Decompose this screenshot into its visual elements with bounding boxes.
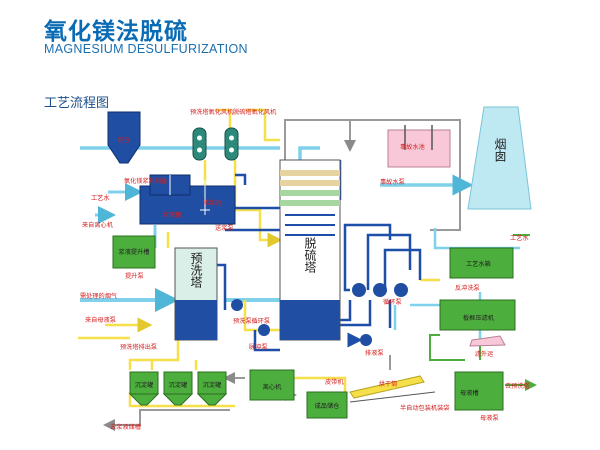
settling-tank-3-label: 沉淀罐	[203, 381, 222, 389]
flue-gas-in-label: 需处理的烟气	[80, 292, 117, 300]
prewash-blower-label: 预洗塔氧化风机	[190, 108, 234, 116]
lift-pump-label: 提升泵	[125, 272, 144, 280]
belt-conveyor-label: 皮带机	[325, 378, 344, 386]
prewash-discharge-label: 预洗塔排出泵	[120, 343, 157, 351]
accident-tank-label: 事故水池	[400, 143, 425, 151]
from-mother-tank-label: 来自母液泵	[85, 316, 116, 324]
settling-tank-1-label: 沉淀罐	[135, 381, 154, 389]
powder-silo: 粉仓	[107, 111, 141, 164]
centrifuge: 离心机	[249, 369, 295, 401]
prewash-cycle-pump-label: 预洗泵循环泵	[233, 317, 270, 325]
mother-pump-label: 母液泵	[480, 414, 499, 422]
desulf-blower-label: 脱硫塔氧化风机	[233, 108, 277, 116]
process-water-tank-label: 工艺水箱	[466, 260, 491, 268]
chimney-label: 烟囱	[493, 138, 507, 162]
page-subtitle: MAGNESIUM DESULFURIZATION	[44, 42, 248, 56]
to-prewash-label: 去预洗塔	[505, 382, 531, 390]
accident-pump-label: 事故水泵	[380, 178, 405, 186]
settling-tanks: 沉淀罐 沉淀罐 沉淀罐 去浆液储槽	[110, 371, 228, 431]
slurry-lift-tank: 浆液提升槽 来自离心机 提升泵	[82, 221, 156, 280]
discharge-pump-label: 排液泵	[365, 349, 384, 357]
finished-bin-label: 成品储仓	[315, 402, 340, 410]
accident-tank: 事故水池 事故水泵	[380, 125, 451, 186]
to-slurry-storage-label: 去浆液储槽	[110, 423, 141, 431]
prep-tank-label: 氧化镁浆料制备	[124, 177, 168, 185]
circulation-pump-label: 循环泵	[383, 298, 402, 306]
dryer-label: 烘干筒	[379, 380, 398, 388]
lift-tank-label: 浆液提升槽	[119, 248, 150, 256]
filter-residue-label: 滤外运	[475, 350, 494, 358]
prewash-tower: 预洗塔 需处理的烟气 来自母液泵 预洗泵循环泵 预洗塔排出泵	[80, 247, 270, 351]
desulf-tower: 脱硫塔	[279, 159, 341, 341]
centrifuge-label: 离心机	[263, 383, 282, 391]
slurry-prep-unit: 氧化镁浆料制备 浆液槽 稀浆池 送浆泵 工艺水	[91, 174, 236, 232]
filter-press-label: 板框压滤机	[463, 314, 495, 322]
mother-tank-label: 母液槽	[460, 389, 479, 397]
process-water-tank: 工艺水箱 工艺水 反冲洗泵	[449, 234, 529, 292]
silo-label: 粉仓	[118, 136, 130, 144]
pumps: 脉冲泵 循环泵 排液泵	[231, 283, 408, 357]
finished-product-line: 皮带机 成品储仓 烘干筒 半自动包装机装袋	[306, 375, 450, 419]
prewash-tower-label: 预洗塔	[189, 252, 203, 289]
section-title: 工艺流程图	[44, 96, 110, 111]
delivery-pump-label: 送浆泵	[215, 224, 234, 232]
process-water-2-label: 工艺水	[510, 234, 529, 242]
process-water-1-label: 工艺水	[91, 194, 110, 202]
desulf-tower-label: 脱硫塔	[303, 236, 317, 274]
packer-label: 半自动包装机装袋	[400, 404, 450, 412]
settling-tank-2-label: 沉淀罐	[169, 381, 188, 389]
slurry-tank-label: 浆液槽	[163, 211, 182, 219]
mother-liquor-tank: 母液槽 去预洗塔 母液泵	[454, 371, 531, 422]
backflush-pump-label: 反冲洗泵	[455, 284, 480, 292]
from-centrifuge-label: 来自离心机	[82, 221, 114, 229]
page-title: 氧化镁法脱硫	[44, 19, 188, 45]
blowers: 预洗塔氧化风机 脱硫塔氧化风机	[190, 108, 277, 161]
slurry-pool-label: 稀浆池	[203, 199, 222, 207]
flush-pump-label: 脉冲泵	[249, 343, 268, 351]
chimney: 烟囱	[467, 106, 532, 210]
filter-press: 板框压滤机 滤外运	[439, 299, 516, 358]
